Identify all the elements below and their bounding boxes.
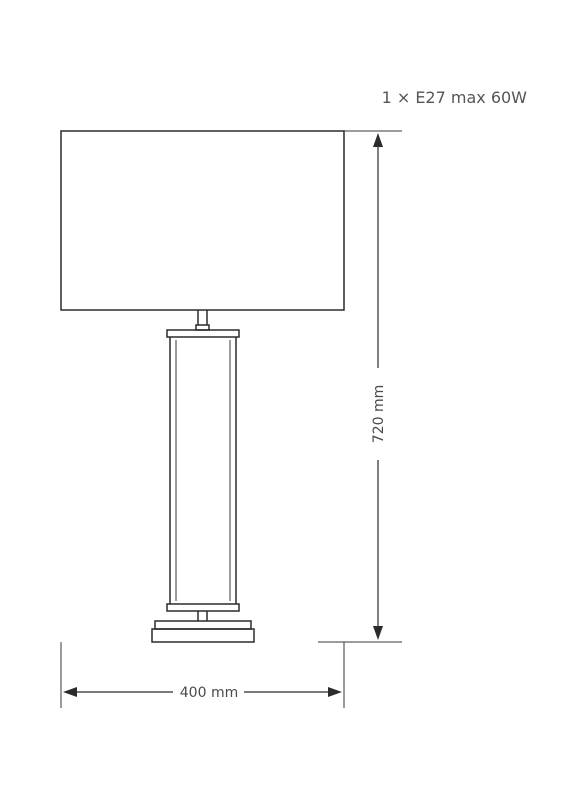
- base-neck: [197, 611, 208, 621]
- width-label: 400 mm: [180, 685, 238, 701]
- lamp-stem: [195, 310, 210, 331]
- lamp-base: [151, 620, 255, 643]
- column-bottom-cap: [166, 603, 240, 612]
- lamp-shade: [60, 130, 345, 311]
- width-dimension: 400 mm: [60, 642, 345, 708]
- height-dimension: 720 mm: [318, 130, 402, 643]
- bulb-spec-label: 1 × E27 max 60W: [382, 88, 528, 107]
- column-top-cap: [166, 329, 240, 338]
- glass-column: [169, 337, 237, 604]
- height-label: 720 mm: [371, 385, 387, 443]
